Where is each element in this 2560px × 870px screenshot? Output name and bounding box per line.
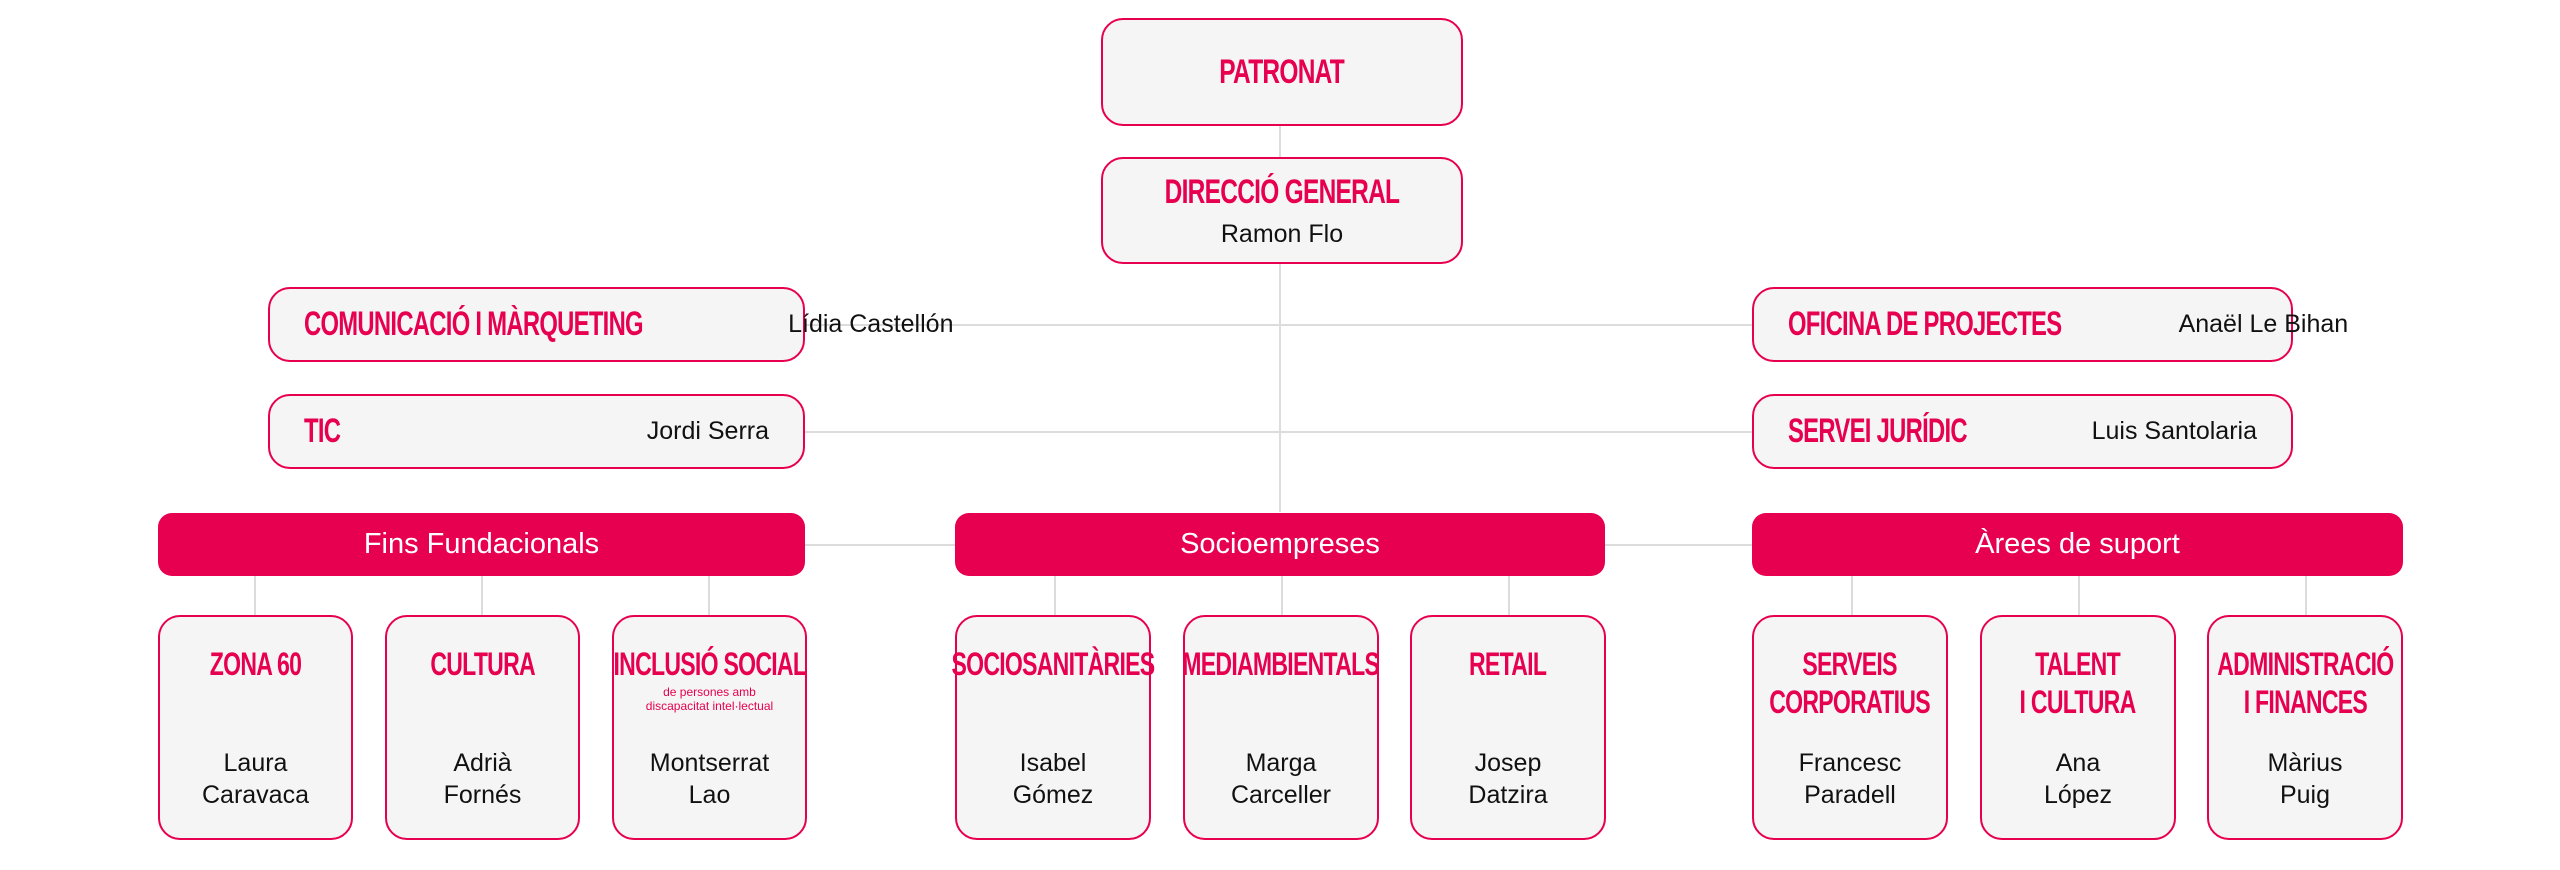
group-bar-fins-fundacionals: Fins Fundacionals bbox=[158, 513, 805, 576]
direccio-general-title: DIRECCIÓ GENERAL bbox=[1164, 172, 1400, 211]
tic-box: TIC Jordi Serra bbox=[268, 394, 805, 469]
comunicacio-box: COMUNICACIÓ I MÀRQUETING Lídia Castellón bbox=[268, 287, 953, 362]
oficina-projectes-name: Anaël Le Bihan bbox=[2178, 310, 2349, 338]
comunicacio-title: COMUNICACIÓ I MÀRQUETING bbox=[304, 305, 644, 343]
group-bar-socioempreses: Socioempreses bbox=[955, 513, 1605, 576]
servei-juridic-box: SERVEI JURÍDIC Luis Santolaria bbox=[1752, 394, 2293, 469]
leaf-title: CULTURA bbox=[430, 646, 535, 682]
tic-name: Jordi Serra bbox=[646, 417, 769, 445]
direccio-general-name: Ramon Flo bbox=[1220, 219, 1344, 248]
comunicacio-name: Lídia Castellón bbox=[788, 310, 954, 338]
direccio-general-box: DIRECCIÓ GENERAL Ramon Flo bbox=[1101, 157, 1463, 264]
leaf-title: ZONA 60 bbox=[209, 646, 302, 682]
group-bar-arees-suport: Àrees de suport bbox=[1752, 513, 2403, 576]
servei-juridic-name: Luis Santolaria bbox=[2091, 417, 2257, 445]
patronat-title: PATRONAT bbox=[1219, 52, 1346, 91]
servei-juridic-title: SERVEI JURÍDIC bbox=[1788, 412, 1968, 450]
patronat-box: PATRONAT bbox=[1101, 18, 1463, 126]
oficina-projectes-title: OFICINA DE PROJECTES bbox=[1788, 305, 2062, 343]
leaf-title: MEDIAMBIENTALS bbox=[1182, 646, 1381, 682]
oficina-projectes-box: OFICINA DE PROJECTES Anaël Le Bihan bbox=[1752, 287, 2348, 362]
leaf-title: SOCIOSANITÀRIES bbox=[951, 646, 1156, 682]
leaf-title: INCLUSIÓ SOCIAL bbox=[613, 646, 806, 682]
tic-title: TIC bbox=[304, 412, 341, 450]
leaf-title: RETAIL bbox=[1469, 646, 1547, 682]
